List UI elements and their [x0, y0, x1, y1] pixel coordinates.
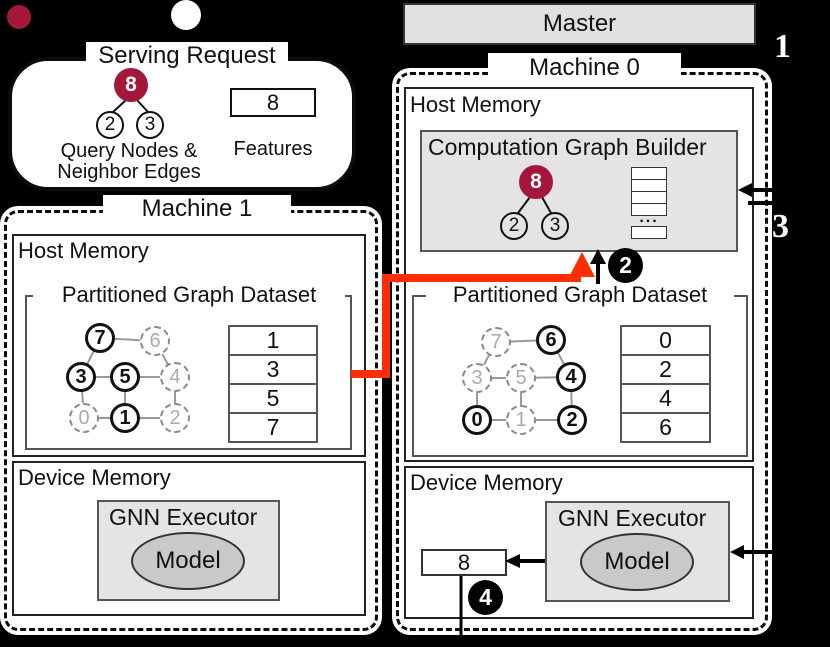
machine0-gnn-executor-label: GNN Executor [558, 505, 707, 531]
query-node-8: 8 [114, 68, 148, 102]
machine0-host-memory-label: Host Memory [410, 92, 541, 117]
computation-graph-builder-label: Computation Graph Builder [428, 134, 707, 160]
m1-table-cell: 3 [230, 354, 316, 383]
machine1-dataset-label: Partitioned Graph Dataset [33, 282, 345, 308]
machine1-device-memory-label: Device Memory [18, 465, 171, 490]
features-box: 8 [230, 88, 316, 117]
machine0-model-ellipse: Model [580, 533, 694, 591]
regular-node-legend-icon [171, 0, 201, 30]
builder-stack-icon [631, 203, 667, 216]
m1-graph-node-0: 0 [69, 403, 99, 433]
m1-table-cell: 1 [266, 327, 280, 353]
query-child-node-3: 3 [136, 111, 164, 139]
m1-graph-node-5: 5 [110, 362, 140, 392]
m0-graph-node-4: 4 [556, 362, 586, 392]
builder-node-8: 8 [519, 165, 553, 199]
query-node-legend-icon [7, 5, 31, 29]
machine1-gnn-executor-label: GNN Executor [109, 504, 258, 530]
m0-table-cell: 6 [622, 412, 709, 441]
master-box: Master [403, 3, 756, 45]
m0-table-cell: 4 [622, 383, 709, 412]
m0-graph-node-6: 6 [536, 325, 566, 355]
machine1-model-ellipse: Model [131, 532, 245, 590]
machine1-title: Machine 1 [103, 195, 291, 223]
m1-graph-node-3: 3 [66, 362, 96, 392]
builder-stack-icon [631, 226, 667, 239]
builder-node-2: 2 [500, 212, 528, 240]
m1-graph-node-2: 2 [160, 403, 190, 433]
m1-graph-node-6: 6 [140, 326, 170, 356]
machine0-dataset-label: Partitioned Graph Dataset [426, 282, 734, 308]
builder-node-3: 3 [541, 212, 569, 240]
m1-graph-node-7: 7 [85, 323, 115, 353]
query-caption-line2: Neighbor Edges [57, 161, 201, 183]
step-1-number: 1 [774, 28, 791, 65]
m0-table-cell: 2 [622, 354, 709, 383]
output-features-value: 8 [457, 549, 471, 575]
m1-table-cell: 5 [230, 383, 316, 412]
m0-graph-node-7: 7 [481, 327, 511, 357]
master-label: Master [542, 10, 617, 37]
features-label: Features [233, 138, 313, 160]
m0-graph-node-5: 5 [506, 363, 536, 393]
machine1-model-label: Model [155, 547, 221, 574]
features-value: 8 [266, 89, 280, 115]
m1-graph-node-4: 4 [160, 362, 190, 392]
step-3-number: 3 [772, 208, 789, 245]
computation-graph-builder-box [420, 130, 738, 252]
step-2-badge: 2 [608, 248, 643, 283]
serving-request-title: Serving Request [86, 42, 288, 70]
query-child-node-2: 2 [96, 111, 124, 139]
machine1-feature-table: 1 3 5 7 [228, 325, 318, 443]
m0-graph-node-2: 2 [557, 405, 587, 435]
m1-graph-node-1: 1 [110, 403, 140, 433]
output-features-box: 8 [421, 549, 507, 576]
m0-graph-node-0: 0 [462, 405, 492, 435]
machine0-feature-table: 0 2 4 6 [620, 325, 711, 443]
m0-graph-node-1: 1 [506, 405, 536, 435]
step-4-badge: 4 [468, 580, 503, 615]
query-caption-line1: Query Nodes & [60, 140, 198, 162]
machine1-host-memory-label: Host Memory [18, 238, 149, 263]
machine0-device-memory-label: Device Memory [410, 470, 563, 495]
machine0-title: Machine 0 [488, 53, 681, 82]
query-caption: Query Nodes & Neighbor Edges [18, 141, 240, 183]
m0-graph-node-3: 3 [462, 363, 492, 393]
builder-stack-ellipsis: ... [639, 209, 659, 226]
m1-table-cell: 7 [230, 412, 316, 441]
machine0-model-label: Model [604, 548, 670, 575]
m0-table-cell: 0 [659, 327, 672, 353]
